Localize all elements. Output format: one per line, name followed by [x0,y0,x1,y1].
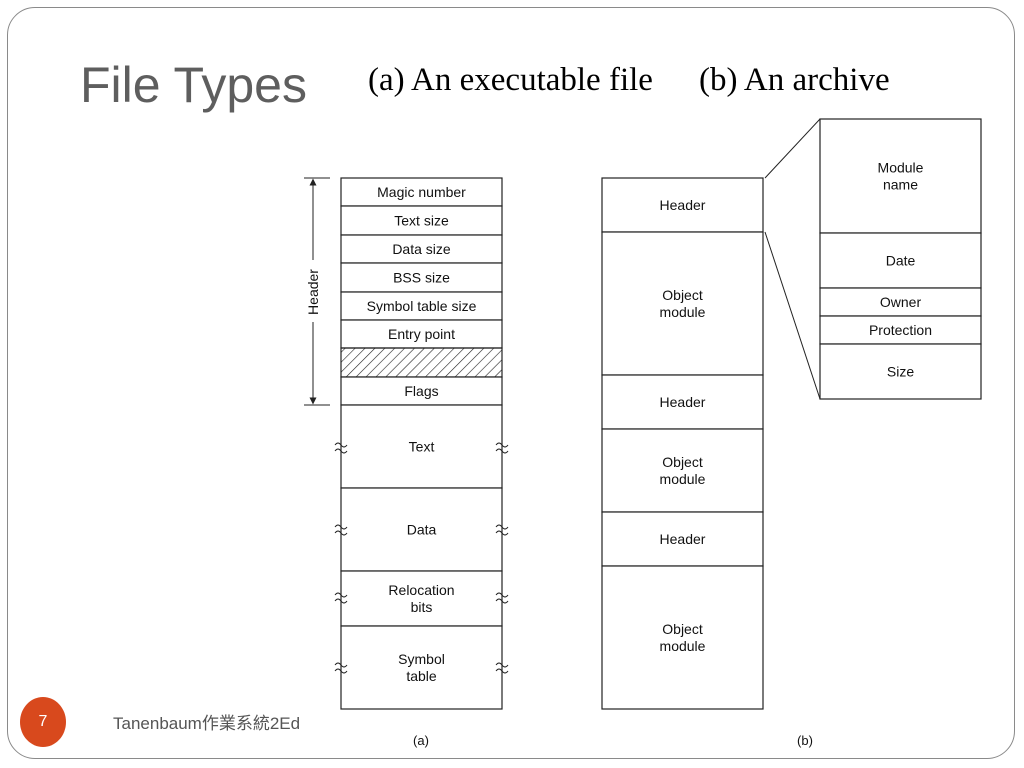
archive-box-2 [601,374,764,430]
exec-label-9-0: Data [407,522,437,538]
exec-box-7 [340,376,503,406]
exec-box-10 [340,570,503,627]
archive-box-0 [601,177,764,233]
detail-label-1-0: Date [886,253,916,269]
exec-label-10-0: Relocation [388,582,454,598]
exec-box-6 [340,347,503,378]
archive-label-1-0: Object [662,287,703,303]
break-mark-left-3 [334,662,348,674]
exec-box-11 [340,625,503,710]
archive-label-0-0: Header [660,197,706,213]
exec-label-4-0: Symbol table size [367,298,477,314]
subtitle-executable: (a) An executable file [368,62,653,98]
archive-label-3-1: module [660,471,706,487]
exec-label-11-0: Symbol [398,651,445,667]
detail-connector-top [764,118,821,179]
break-mark-left-1 [334,524,348,536]
exec-label-10-1: bits [411,599,433,615]
archive-label-5-1: module [660,638,706,654]
slide-frame [7,7,1015,759]
break-mark-right-1 [495,524,509,536]
break-mark-right-2 [495,592,509,604]
header-bracket: Header [304,177,330,406]
detail-box-1 [819,232,982,289]
exec-box-9 [340,487,503,572]
exec-label-11-1: table [406,668,437,684]
break-mark-left-2 [334,592,348,604]
detail-label-0-0: Module [878,160,924,176]
exec-label-3-0: BSS size [393,270,450,286]
exec-box-1 [340,205,503,236]
subtitle-archive: (b) An archive [699,62,890,98]
archive-label-1-1: module [660,304,706,320]
footer-text: Tanenbaum作業系統2Ed [113,714,301,733]
break-mark-right-3 [495,662,509,674]
slide-title: File Types [80,57,307,113]
detail-label-4-0: Size [887,364,914,380]
archive-label-2-0: Header [660,394,706,410]
detail-label-0-1: name [883,177,918,193]
archive-label-5-0: Object [662,621,703,637]
exec-label-7-0: Flags [404,383,438,399]
detail-label-3-0: Protection [869,322,932,338]
detail-box-4 [819,343,982,400]
header-bracket-label: Header [305,269,321,315]
page-number-badge: 7 [20,697,66,747]
archive-box-1 [601,231,764,376]
exec-label-0-0: Magic number [377,184,466,200]
archive-box-5 [601,565,764,710]
detail-box-0 [819,118,982,234]
detail-box-2 [819,287,982,317]
break-mark-left-0 [334,442,348,454]
archive-label-3-0: Object [662,454,703,470]
break-mark-right-0 [495,442,509,454]
caption-b: (b) [797,733,813,748]
detail-label-2-0: Owner [880,294,922,310]
archive-layout: HeaderObjectmoduleHeaderObjectmoduleHead… [601,177,764,710]
exec-label-1-0: Text size [394,213,449,229]
exec-label-2-0: Data size [392,241,451,257]
archive-box-4 [601,511,764,567]
exec-box-3 [340,262,503,293]
archive-label-4-0: Header [660,531,706,547]
exec-box-5 [340,319,503,349]
exec-label-8-0: Text [409,439,435,455]
detail-connector-bottom [764,231,821,400]
caption-a: (a) [413,733,429,748]
exec-box-0 [340,177,503,207]
archive-box-3 [601,428,764,513]
exec-label-5-0: Entry point [388,326,455,342]
detail-box-3 [819,315,982,345]
exec-box-4 [340,291,503,321]
